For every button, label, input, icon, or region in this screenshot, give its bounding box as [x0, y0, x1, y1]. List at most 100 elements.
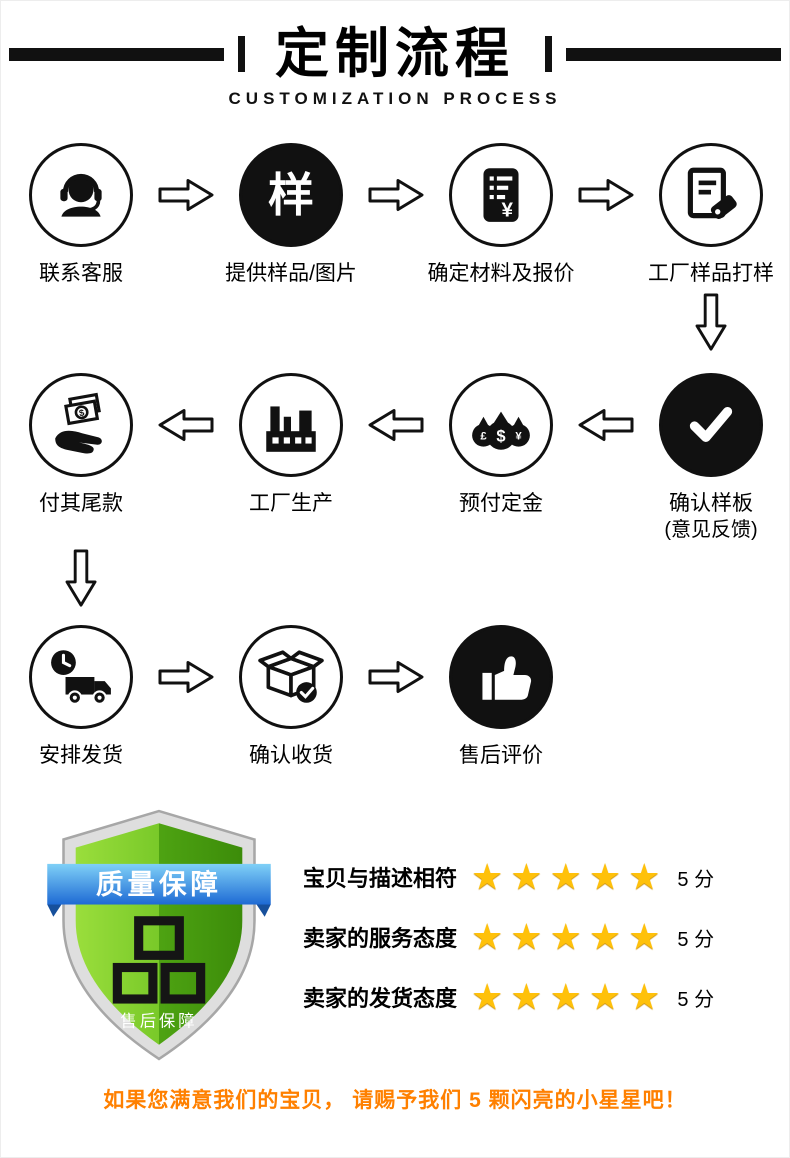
step-circle	[659, 143, 763, 247]
step-label: 工厂生产	[249, 492, 333, 516]
step-sublabel: (意见反馈)	[664, 518, 758, 541]
star-icon: ★	[549, 976, 582, 1018]
quality-badge: 质量保障 售后保障	[45, 807, 275, 1068]
process-row-2: $ 付其尾款	[6, 373, 789, 542]
arrow-left-icon	[576, 407, 636, 443]
star-icon: ★	[471, 976, 504, 1018]
rating-label: 宝贝与描述相符	[303, 866, 458, 892]
step-label: 售后评价	[459, 743, 543, 767]
thumbs-up-icon	[482, 655, 532, 700]
star-icon: ★	[588, 856, 622, 898]
page-title: 定制流程	[275, 24, 515, 84]
step-circle	[239, 624, 343, 729]
process-step-balance: $ 付其尾款	[6, 373, 156, 517]
step-circle	[29, 143, 133, 247]
title-bar-left	[9, 47, 224, 61]
process-step-shipping: 安排发货	[6, 624, 156, 769]
arrow-right-icon	[576, 177, 636, 213]
arrow-down-icon	[65, 548, 97, 607]
headset-icon	[60, 173, 102, 217]
arrow-left-icon	[156, 407, 216, 443]
star-icon: ★	[510, 976, 543, 1018]
svg-text:$: $	[496, 428, 505, 446]
sample-glyph-icon: 样	[268, 169, 314, 221]
step-circle: £ ¥ $	[449, 373, 553, 478]
svg-text:£: £	[480, 431, 487, 443]
rating-label: 卖家的发货态度	[303, 986, 458, 1012]
rating-score: 5 分	[677, 988, 715, 1011]
flow-connector-down-right	[1, 293, 789, 357]
step-label: 确认收货	[249, 743, 333, 767]
ribbon-label: 质量保障	[96, 868, 222, 899]
arrow-right-icon	[156, 659, 216, 695]
sample-tag-icon	[687, 167, 737, 220]
star-icon: ★	[588, 976, 622, 1018]
step-label: 确定材料及报价	[427, 262, 575, 285]
step-label: 安排发货	[39, 743, 123, 767]
star-rating: ★★★★★	[471, 919, 667, 955]
arrow-left-icon	[366, 407, 426, 443]
star-icon: ★	[510, 916, 543, 958]
process-row-1: 联系客服 样 提供样品/图片 ¥ 确定材料及	[6, 143, 789, 287]
process-step-proofing: 工厂样品打样	[636, 143, 786, 287]
svg-text:¥: ¥	[501, 199, 513, 222]
quality-shield-icon: 质量保障 售后保障	[47, 809, 271, 1061]
step-label: 确认样板	[669, 492, 753, 516]
star-icon: ★	[628, 916, 661, 958]
arrow-right-icon	[366, 659, 426, 695]
badge-caption: 售后保障	[120, 1012, 197, 1030]
process-row-3: 安排发货 确认收货	[6, 624, 789, 769]
svg-text:¥: ¥	[515, 431, 522, 443]
title-tick-right	[545, 36, 552, 72]
star-rating: ★★★★★	[471, 859, 667, 895]
quote-document-icon: ¥	[483, 168, 519, 222]
step-circle	[659, 373, 763, 478]
money-bags-icon: £ ¥ $	[472, 411, 530, 450]
flow-connector-down-left	[1, 548, 789, 613]
star-icon: ★	[588, 916, 622, 958]
arrow-right-icon	[366, 177, 426, 213]
rating-score: 5 分	[677, 868, 715, 891]
bottom-section: 质量保障 售后保障 宝贝与描述相符 ★★★★★ 5 分 卖家的服务态度	[1, 807, 789, 1068]
star-icon: ★	[471, 916, 504, 958]
star-icon: ★	[549, 856, 582, 898]
star-icon: ★	[510, 856, 543, 898]
factory-icon	[266, 406, 316, 453]
arrow-down-icon	[695, 293, 727, 351]
process-step-contact: 联系客服	[6, 143, 156, 287]
rating-row: 卖家的服务态度 ★★★★★ 5 分	[303, 919, 779, 955]
title-bar-right	[566, 47, 781, 61]
star-icon: ★	[549, 916, 582, 958]
rating-label: 卖家的服务态度	[303, 926, 458, 952]
rating-row: 卖家的发货态度 ★★★★★ 5 分	[303, 979, 779, 1015]
step-label: 预付定金	[459, 492, 543, 516]
header: 定制流程 CUSTOMIZATION PROCESS	[1, 27, 789, 109]
process-step-production: 工厂生产	[216, 373, 366, 517]
process-step-review: 售后评价	[426, 624, 576, 769]
step-circle: 样	[239, 143, 343, 247]
step-label: 工厂样品打样	[648, 262, 774, 285]
pay-balance-icon: $	[55, 393, 102, 454]
process-step-quote: ¥ 确定材料及报价	[426, 143, 576, 287]
receive-box-icon	[258, 649, 324, 703]
step-circle: $	[29, 373, 133, 478]
footer-message: 如果您满意我们的宝贝， 请赐予我们 5 颗闪亮的小星星吧！	[103, 1088, 687, 1112]
step-circle	[449, 624, 553, 729]
title-tick-left	[238, 36, 245, 72]
step-label: 提供样品/图片	[225, 262, 357, 285]
ratings: 宝贝与描述相符 ★★★★★ 5 分 卖家的服务态度 ★★★★★ 5 分 卖家的发…	[275, 807, 789, 1068]
step-label: 付其尾款	[39, 492, 123, 516]
pin-glyph	[112, 915, 206, 1004]
step-label: 联系客服	[39, 262, 123, 285]
star-rating: ★★★★★	[471, 979, 667, 1015]
page-subtitle: CUSTOMIZATION PROCESS	[228, 89, 562, 108]
check-icon	[689, 407, 733, 443]
process-step-deposit: £ ¥ $ 预付定金	[426, 373, 576, 517]
step-circle: ¥	[449, 143, 553, 247]
arrow-right-icon	[156, 177, 216, 213]
title-row: 定制流程	[1, 27, 789, 81]
rating-score: 5 分	[677, 928, 715, 951]
process-step-confirm-sample: 确认样板 (意见反馈)	[636, 373, 786, 542]
process-step-receive: 确认收货	[216, 624, 366, 769]
